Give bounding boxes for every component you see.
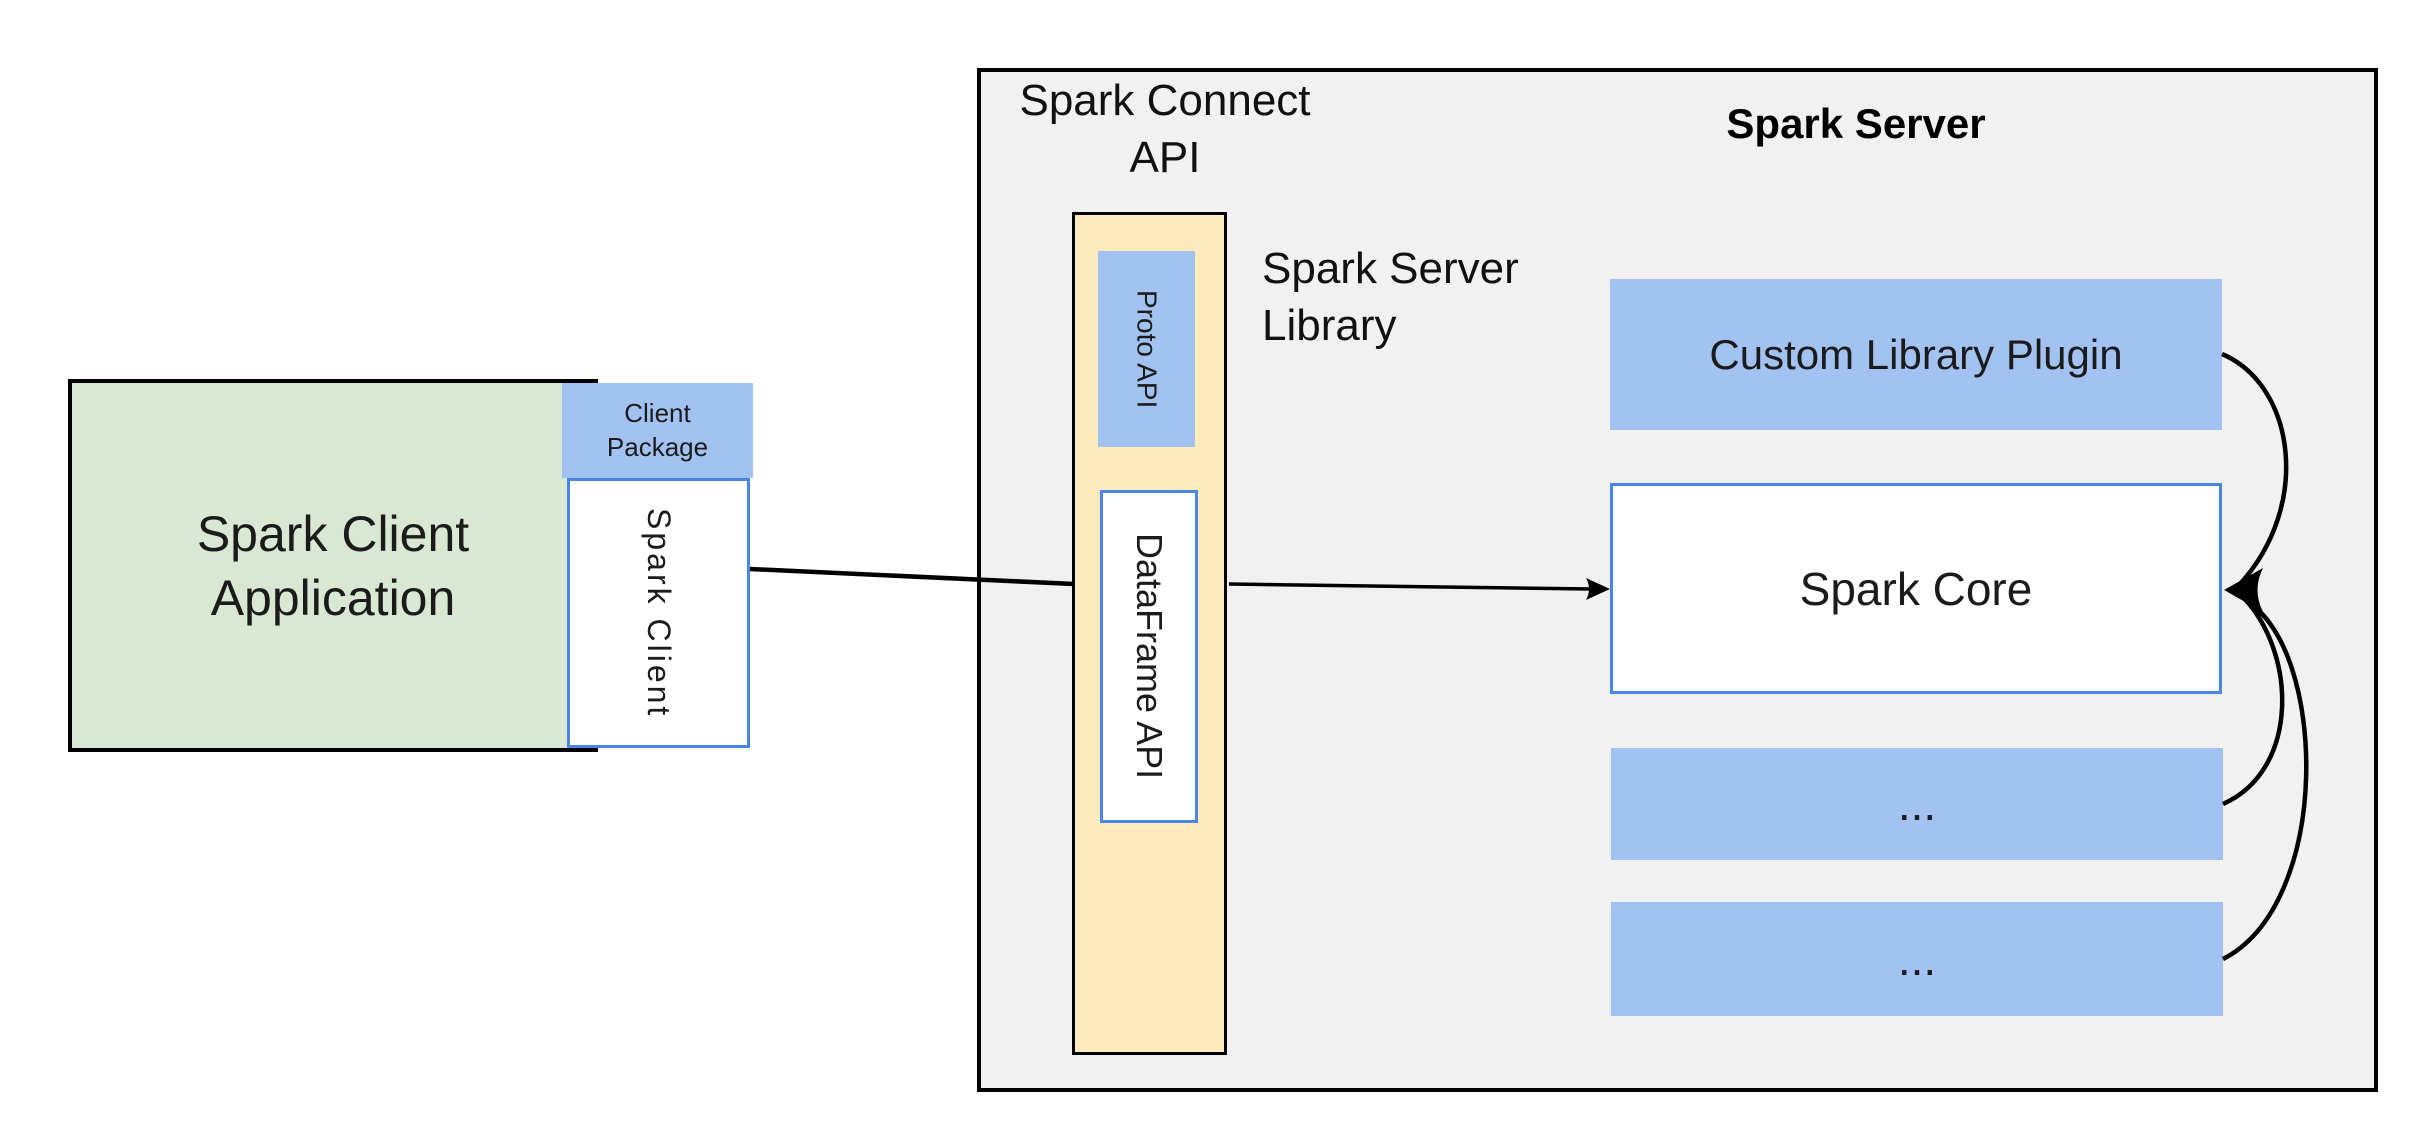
plugin-placeholder-label-2: ... (1897, 933, 1937, 985)
proto-api-label: Proto API (1131, 289, 1163, 409)
spark-client-application-box: Spark Client Application (68, 379, 598, 752)
spark-client-application-label: Spark Client Application (196, 505, 470, 626)
client-package-box: Client Package (562, 383, 753, 478)
proto-api-box: Proto API (1098, 251, 1195, 447)
custom-library-plugin-box: Custom Library Plugin (1610, 279, 2222, 430)
spark-connect-api-title: Spark Connect API (1019, 76, 1311, 183)
spark-server-title: Spark Server (1726, 100, 1986, 147)
spark-core-box: Spark Core (1610, 483, 2222, 694)
plugin-placeholder-box-1: ... (1611, 748, 2223, 860)
spark-server-library-label: Spark Server Library (1262, 244, 1519, 351)
custom-library-plugin-label: Custom Library Plugin (1709, 330, 2123, 378)
spark-client-label: Spark Client (641, 507, 677, 719)
client-package-label: Client Package (606, 397, 709, 462)
plugin-placeholder-box-2: ... (1611, 902, 2223, 1016)
spark-core-label: Spark Core (1799, 562, 2033, 615)
dataframe-api-label: DataFrame API (1129, 533, 1170, 780)
plugin-placeholder-label-1: ... (1897, 778, 1937, 830)
spark-client-box: Spark Client (567, 478, 750, 748)
dataframe-api-box: DataFrame API (1100, 490, 1198, 823)
